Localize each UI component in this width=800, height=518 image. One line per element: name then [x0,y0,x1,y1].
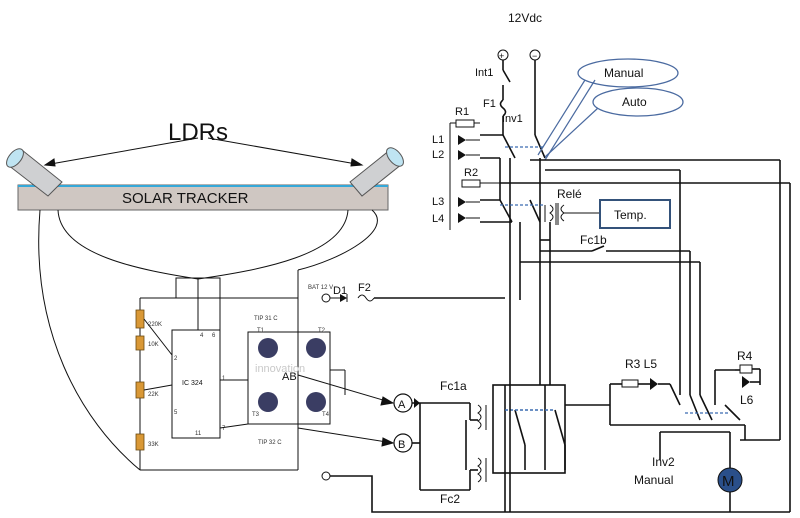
motor-relay-block [492,384,610,512]
svg-text:T1: T1 [257,328,265,334]
svg-text:22K: 22K [148,392,159,398]
svg-text:A: A [398,399,406,411]
relay-temp-section: Relé Temp. Fc1b [500,159,791,512]
temp-label: Temp. [614,208,647,222]
resistor-10k: 10K [135,335,159,351]
ic-324-chip: IC 324 4 6 2 1 5 11 7 [171,329,226,439]
svg-text:innovation: innovation [255,363,305,375]
rele-label: Relé [557,187,582,201]
svg-text:−: − [532,51,537,61]
temp-box [599,199,671,229]
led-l3-icon [458,197,466,207]
ldrs-arrows [43,137,364,167]
battery-line: BAT 12 V D1 F2 [308,282,505,303]
inv2-label: Inv2 [652,455,675,469]
svg-text:T4: T4 [322,412,330,418]
transistor-bridge: T1 T2 T3 T4 TIP 31 C TIP 32 C AB innovat… [219,316,346,446]
manual-callout-bubble [577,58,679,88]
solar-tracker-label: SOLAR TRACKER [122,190,249,207]
svg-text:B: B [398,439,405,451]
f2-label: F2 [358,282,371,294]
led-l1-icon [458,135,466,145]
auto-callout-bubble [592,87,684,117]
supply-title: 12Vdc [508,11,542,25]
transistor-t3-icon [258,392,278,412]
d1-label: D1 [333,285,347,297]
resistor-22k: 22K [135,381,159,399]
fc2-label: Fc2 [440,492,460,506]
svg-text:6: 6 [212,333,216,339]
mode-callouts: Manual Auto [537,58,684,161]
manual-callout-label: Manual [604,66,643,80]
ldrs-label: LDRs [168,119,228,146]
led-l6-icon [742,376,750,388]
fc1a-label: Fc1a [440,379,467,393]
svg-text:4: 4 [200,333,204,339]
led-l5-icon [650,378,658,390]
svg-text:33K: 33K [148,442,159,448]
supply-section: 12Vdc + − Int1 F1 Inv1 [475,11,551,512]
transistor-t1-icon [258,338,278,358]
solar-tracker-bar [17,184,389,211]
svg-text:BAT 12 V: BAT 12 V [308,285,333,291]
fc1b-label: Fc1b [580,233,607,247]
transistor-t2-icon [306,338,326,358]
motor-icon [717,467,743,493]
r4-label: R4 [737,349,753,363]
svg-text:2: 2 [174,356,178,362]
int1-label: Int1 [475,67,493,79]
resistor-33k: 33K [135,433,159,451]
svg-text:T2: T2 [318,328,326,334]
resistor-r3 [621,379,639,388]
svg-text:L1: L1 [432,134,444,146]
resistor-r4 [739,364,753,374]
svg-text:TIP 31 C: TIP 31 C [254,316,278,322]
svg-text:5: 5 [174,410,178,416]
ldr-wiring [38,209,378,471]
led-l4-icon [458,213,466,223]
led-l2-icon [458,150,466,160]
svg-text:L3: L3 [432,196,444,208]
f1-label: F1 [483,98,496,110]
resistor-r1 [455,119,475,128]
svg-text:11: 11 [195,431,202,437]
l6-label: L6 [740,393,754,407]
svg-text:220K: 220K [148,322,162,328]
limit-switch-section: A B Fc1a Fc2 [393,379,487,506]
ldr-left-icon [6,148,63,197]
indicator-leds: R1 L1 L2 R2 L3 L4 [432,106,500,230]
svg-text:7: 7 [222,426,226,432]
resistor-r2 [461,179,481,188]
svg-text:TIP 32 C: TIP 32 C [258,440,282,446]
svg-text:10K: 10K [148,342,159,348]
manual-bottom-label: Manual [634,473,673,487]
svg-text:1: 1 [222,376,226,382]
svg-text:R2: R2 [464,167,478,179]
manual-control-section: R3 L5 R4 L6 [609,349,780,512]
sensor-circuit: 220K 10K 22K 33K IC 324 4 6 2 1 5 11 [135,270,790,513]
ldr-right-icon [349,147,404,197]
svg-text:+: + [499,51,504,61]
svg-text:AB: AB [282,371,297,383]
svg-text:L2: L2 [432,149,444,161]
transistor-t4-icon [306,392,326,412]
solar-tracker-assembly: LDRs SOLAR TRACKER [6,119,404,211]
svg-text:L4: L4 [432,213,444,225]
r3-l5-label: R3 L5 [625,357,657,371]
auto-callout-label: Auto [622,95,647,109]
motor-label: M [722,473,735,490]
inv1-label: Inv1 [502,113,523,125]
svg-text:IC 324: IC 324 [182,380,203,387]
svg-text:T3: T3 [252,412,260,418]
svg-text:R1: R1 [455,106,469,118]
